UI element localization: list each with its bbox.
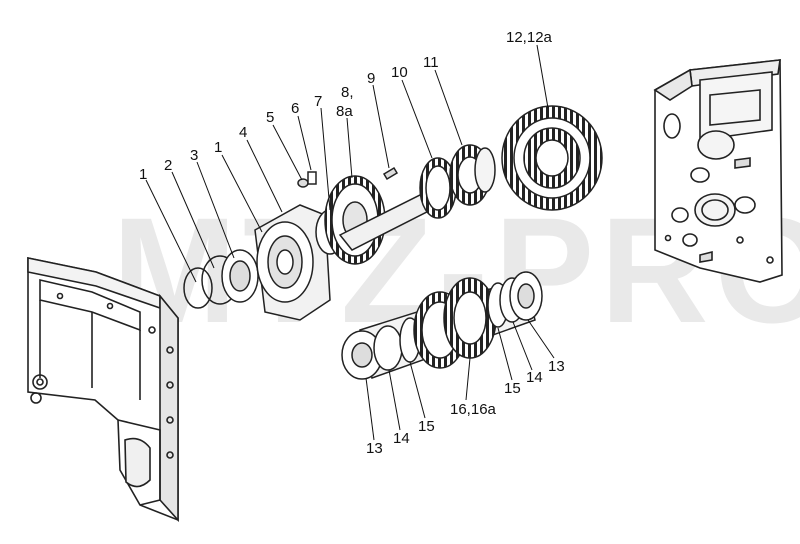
- callout-12: 12,12a: [506, 29, 553, 46]
- callout-1-right: 1: [214, 139, 222, 156]
- left-housing: [27, 257, 179, 523]
- callout-5: 5: [266, 109, 274, 126]
- callout-8: 8,: [341, 84, 354, 101]
- callout-4: 4: [239, 124, 247, 141]
- callout-14-left: 14: [393, 430, 410, 447]
- callout-11: 11: [423, 54, 439, 71]
- callout-3: 3: [190, 147, 198, 164]
- callout-1-left: 1: [139, 166, 147, 183]
- washer-6: [307, 171, 317, 185]
- callout-9: 9: [367, 70, 375, 87]
- callout-13-left: 13: [366, 440, 383, 457]
- callout-16: 16,16a: [450, 401, 497, 418]
- ring-14-left: [373, 325, 403, 371]
- leader-lines: [145, 44, 555, 441]
- snap-ring-1: [183, 267, 213, 309]
- callout-14-right: 14: [526, 369, 543, 386]
- upper-shaft-assembly: [183, 144, 496, 321]
- callout-2: 2: [164, 157, 172, 174]
- bolt-5: [297, 178, 309, 188]
- pin-9: [382, 166, 399, 181]
- callout-labels: 1 2 3 1 4 5 6 7 8, 8a 9 10 11 12,12a 13 …: [139, 29, 565, 457]
- callout-13-right: 13: [548, 358, 565, 375]
- callout-15-left: 15: [418, 418, 435, 435]
- callout-10: 10: [391, 64, 408, 81]
- callout-8a: 8a: [336, 103, 353, 120]
- gear-12: [501, 105, 603, 211]
- callout-7: 7: [314, 93, 322, 110]
- callout-15-right: 15: [504, 380, 521, 397]
- lower-shaft-assembly: [341, 271, 543, 380]
- right-housing: [653, 59, 783, 283]
- callout-6: 6: [291, 100, 299, 117]
